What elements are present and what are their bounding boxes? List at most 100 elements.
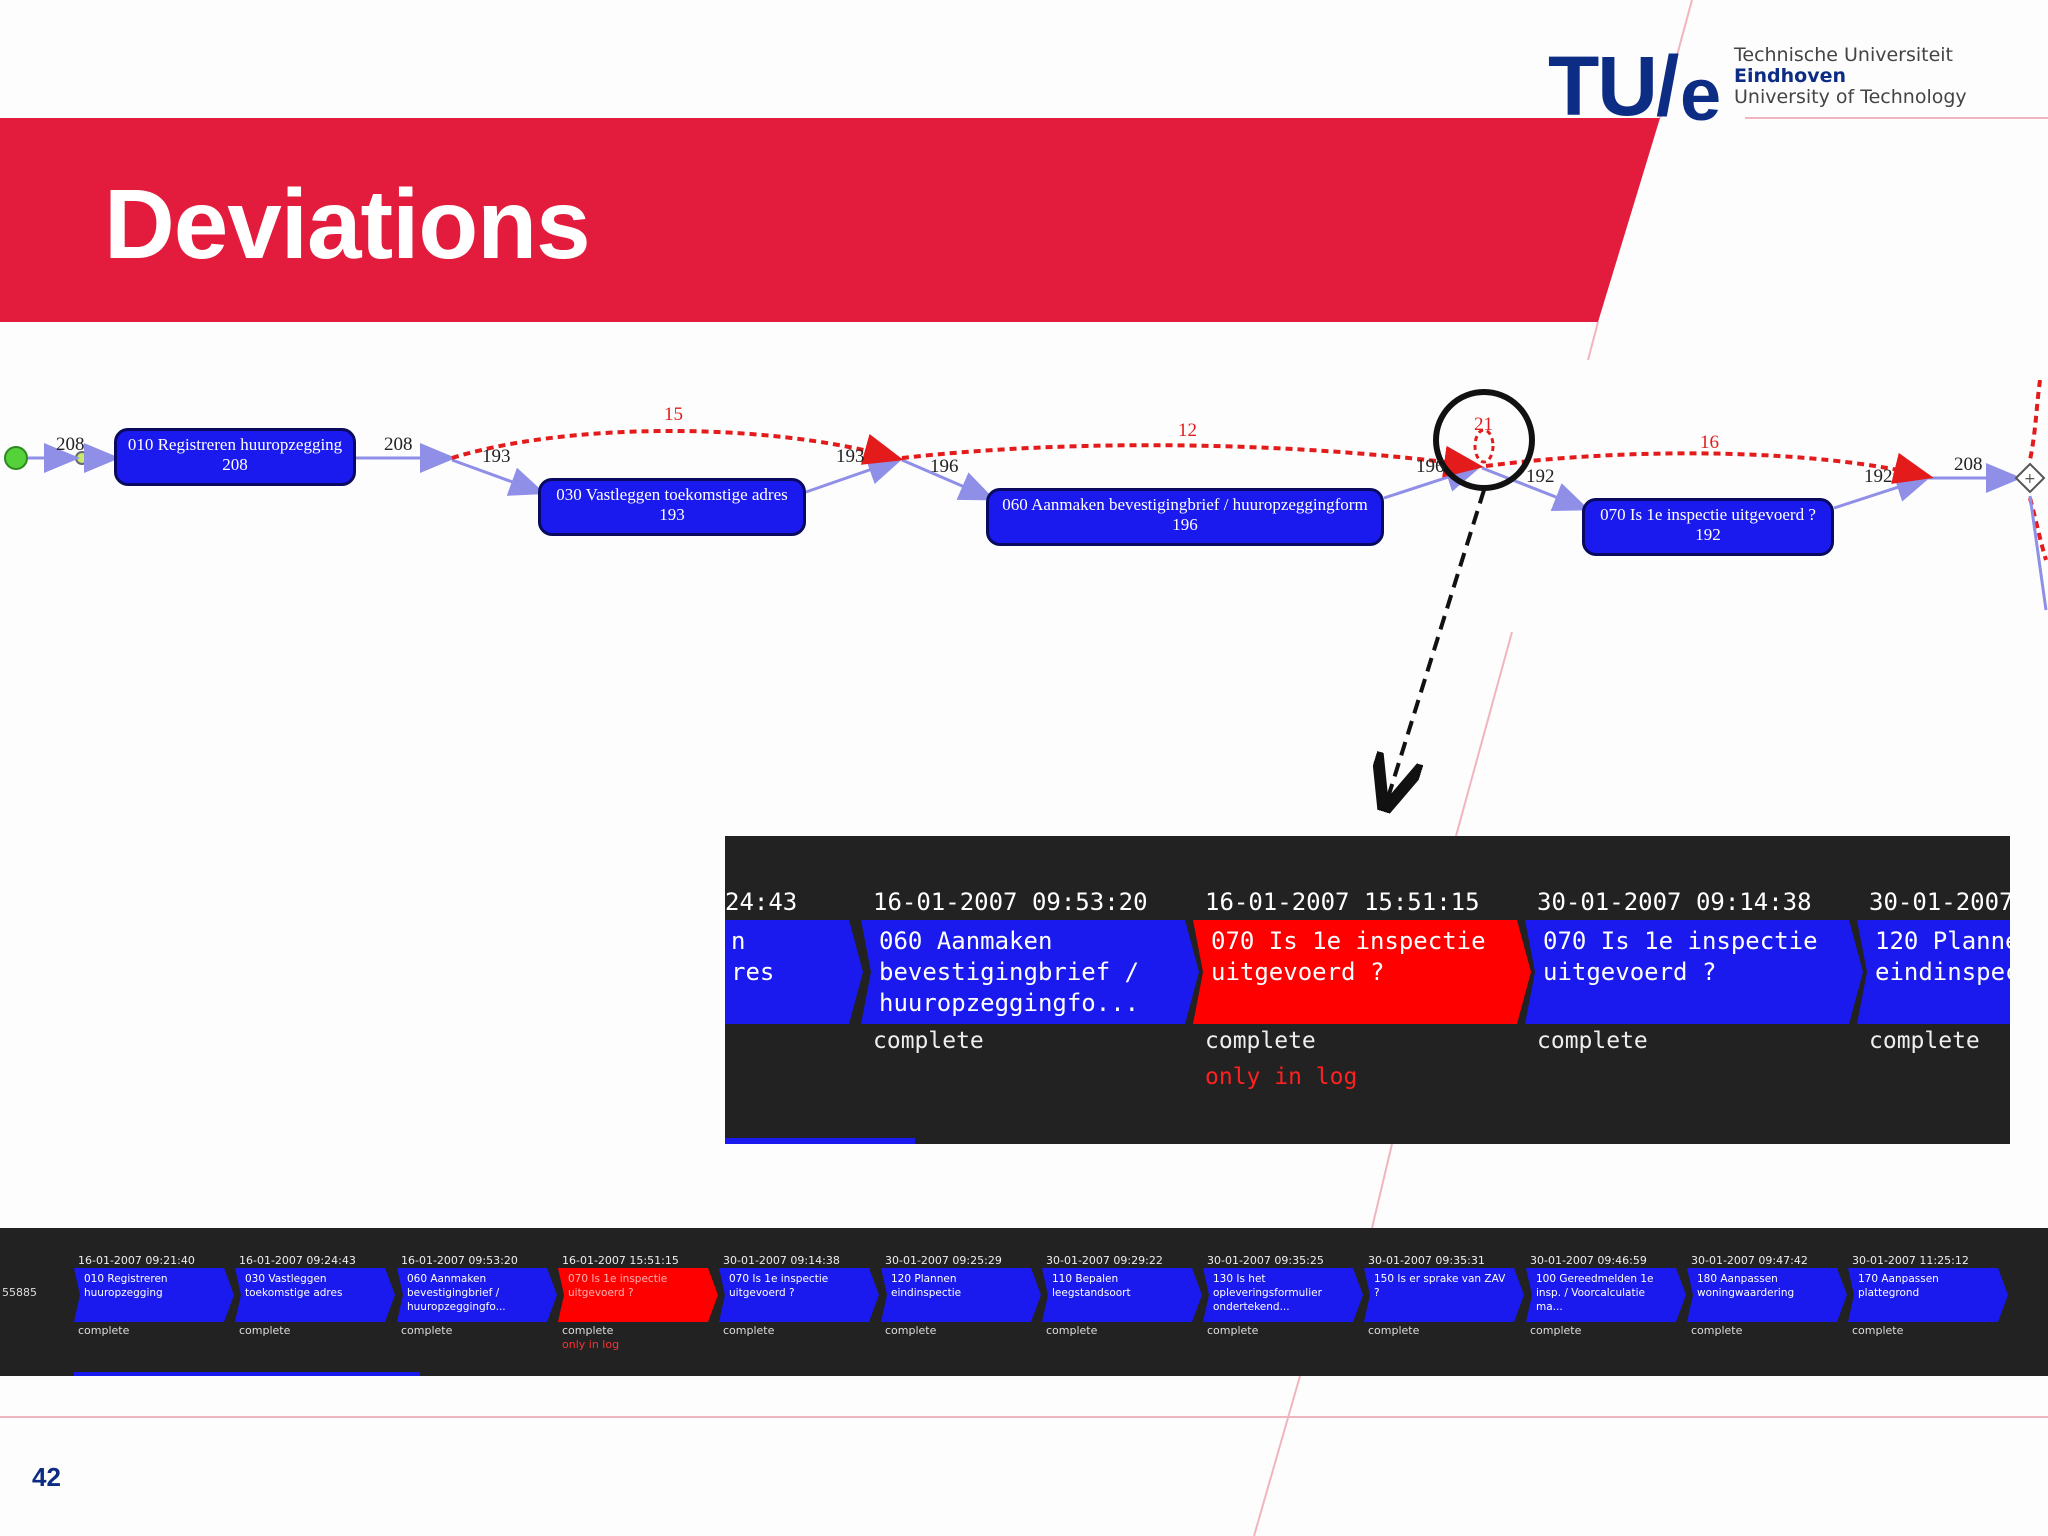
deviation-edge (1485, 451, 1934, 484)
event-line: huuropzeggingfo... (879, 989, 1140, 1017)
trace-event-timestamp: 30-01-2007 09:47:42 (1691, 1254, 1808, 1267)
edge-label: 196 (1416, 456, 1445, 477)
deviation-label: 16 (1700, 432, 1719, 453)
trace-event-line: huuropzegging (84, 1287, 163, 1299)
edge-label: 208 (1954, 454, 1983, 475)
trace-event[interactable]: 150 Is er sprake van ZAV? (1364, 1268, 1524, 1322)
trace-event[interactable]: 130 Is het opleveringsformulier onderteken… (1203, 1268, 1363, 1322)
trace-event-status: complete (1852, 1324, 1904, 1337)
process-node-name: 070 Is 1e inspectie uitgevoerd ? (1600, 505, 1816, 524)
gateway-plus-icon: + (2024, 471, 2036, 487)
process-model-graph: + (4, 380, 2048, 820)
trace-event[interactable]: 120 Planne eindinspec (1857, 920, 2010, 1024)
scroll-indicator (725, 1138, 915, 1144)
trace-event-status: complete (723, 1324, 775, 1337)
trace-event-status: complete (1691, 1324, 1743, 1337)
event-line: bevestigingbrief / (879, 958, 1140, 986)
deviation-edge (2028, 380, 2042, 461)
trace-event-line: 030 Vastleggen (245, 1273, 327, 1285)
process-node-name: 010 Registreren huuropzegging (127, 435, 343, 454)
trace-event-line: 070 Is 1e inspectie (568, 1273, 668, 1285)
edge-label: 192 (1864, 466, 1893, 487)
edge (2028, 495, 2048, 611)
edge (451, 458, 546, 496)
trace-event-line: uitgevoerd ? (729, 1287, 795, 1299)
process-node-count: 196 (1172, 515, 1198, 534)
start-place-icon (4, 446, 28, 470)
trace-event-status: complete (239, 1324, 291, 1337)
edge-label: 208 (384, 434, 413, 455)
event-line: n (731, 927, 746, 955)
trace-event-timestamp: 30-01-2007 09:14:38 (723, 1254, 840, 1267)
trace-event-timestamp: 30-01-2007 11:25:12 (1852, 1254, 1969, 1267)
trace-event-line: ondertekend... (1213, 1301, 1290, 1313)
trace-event-status: complete (1207, 1324, 1259, 1337)
trace-event-line: 150 Is er sprake van ZAV (1374, 1273, 1506, 1285)
event-timestamp: 30-01-2007 09:14:38 (1537, 888, 1812, 916)
edge (901, 458, 996, 501)
gateway-icon (2014, 462, 2046, 494)
process-node-070[interactable]: 070 Is 1e inspectie uitgevoerd ? 192 (1582, 498, 1834, 556)
trace-event-line: uitgevoerd ? (568, 1287, 634, 1299)
case-id: 55885 (2, 1286, 37, 1299)
trace-event-line: 100 Gereedmelden 1e (1536, 1273, 1654, 1285)
event-line: eindinspec (1875, 958, 2010, 986)
trace-event-deviation[interactable]: 070 Is 1e inspectie uitgevoerd ? (1193, 920, 1531, 1024)
event-status: complete (1205, 1028, 1316, 1054)
logo-line-1: Technische Universiteit (1734, 44, 1954, 66)
process-node-name: 060 Aanmaken bevestigingbrief / huuropze… (1002, 495, 1368, 514)
event-line: 070 Is 1e inspectie (1211, 927, 1486, 955)
trace-event-timestamp: 30-01-2007 09:46:59 (1530, 1254, 1647, 1267)
process-node-030[interactable]: 030 Vastleggen toekomstige adres 193 (538, 478, 806, 536)
scroll-indicator (74, 1372, 420, 1376)
deviation-label: 21 (1474, 414, 1493, 435)
logo-line-2: Eindhoven (1734, 65, 1846, 87)
process-node-010[interactable]: 010 Registreren huuropzegging 208 (114, 428, 356, 486)
page-number: 42 (32, 1462, 61, 1492)
highlight-circle (1433, 389, 1535, 491)
edge-label: 193 (482, 446, 511, 467)
trace-event-timestamp: 16-01-2007 09:21:40 (78, 1254, 195, 1267)
trace-event-line: plattegrond (1858, 1287, 1920, 1299)
event-line: res (731, 958, 775, 986)
deviation-loop (1473, 428, 1495, 464)
deviation-label: 12 (1178, 420, 1197, 441)
trace-event[interactable]: 060 Aanmaken bevestigingbrief / huuropze… (861, 920, 1199, 1024)
trace-event-line: 130 Is het (1213, 1273, 1266, 1285)
logo-e: e (1680, 53, 1722, 136)
trace-event-deviation[interactable]: 070 Is 1e inspectie uitgevoerd ? (558, 1268, 718, 1322)
edge-label: 193 (836, 446, 865, 467)
event-line: 070 Is 1e inspectie (1543, 927, 1818, 955)
event-line: 120 Planne (1875, 927, 2010, 955)
trace-event-line: 110 Bepalen (1052, 1273, 1119, 1285)
trace-event-line: opleveringsformulier (1213, 1287, 1322, 1299)
event-line: uitgevoerd ? (1543, 958, 1717, 986)
trace-event-timestamp: 16-01-2007 09:53:20 (401, 1254, 518, 1267)
zoomed-trace-view: 24:43 16-01-2007 09:53:20 16-01-2007 15:… (725, 836, 2010, 1144)
title-band (0, 118, 1660, 322)
trace-event-timestamp: 16-01-2007 09:24:43 (239, 1254, 356, 1267)
trace-event-status: complete (885, 1324, 937, 1337)
process-node-count: 193 (659, 505, 685, 524)
trace-event-timestamp: 16-01-2007 15:51:15 (562, 1254, 679, 1267)
process-node-060[interactable]: 060 Aanmaken bevestigingbrief / huuropze… (986, 488, 1384, 546)
event-timestamp: 16-01-2007 09:53:20 (873, 888, 1148, 916)
deviation-label: 15 (664, 404, 683, 425)
edge-label: 208 (56, 434, 85, 455)
trace-event[interactable]: n res (725, 920, 863, 1024)
process-node-name: 030 Vastleggen toekomstige adres (556, 485, 788, 504)
trace-event-timestamp: 30-01-2007 09:25:29 (885, 1254, 1002, 1267)
trace-event[interactable]: 070 Is 1e inspectie uitgevoerd ? (1525, 920, 1863, 1024)
edge-label: 192 (1526, 466, 1555, 487)
